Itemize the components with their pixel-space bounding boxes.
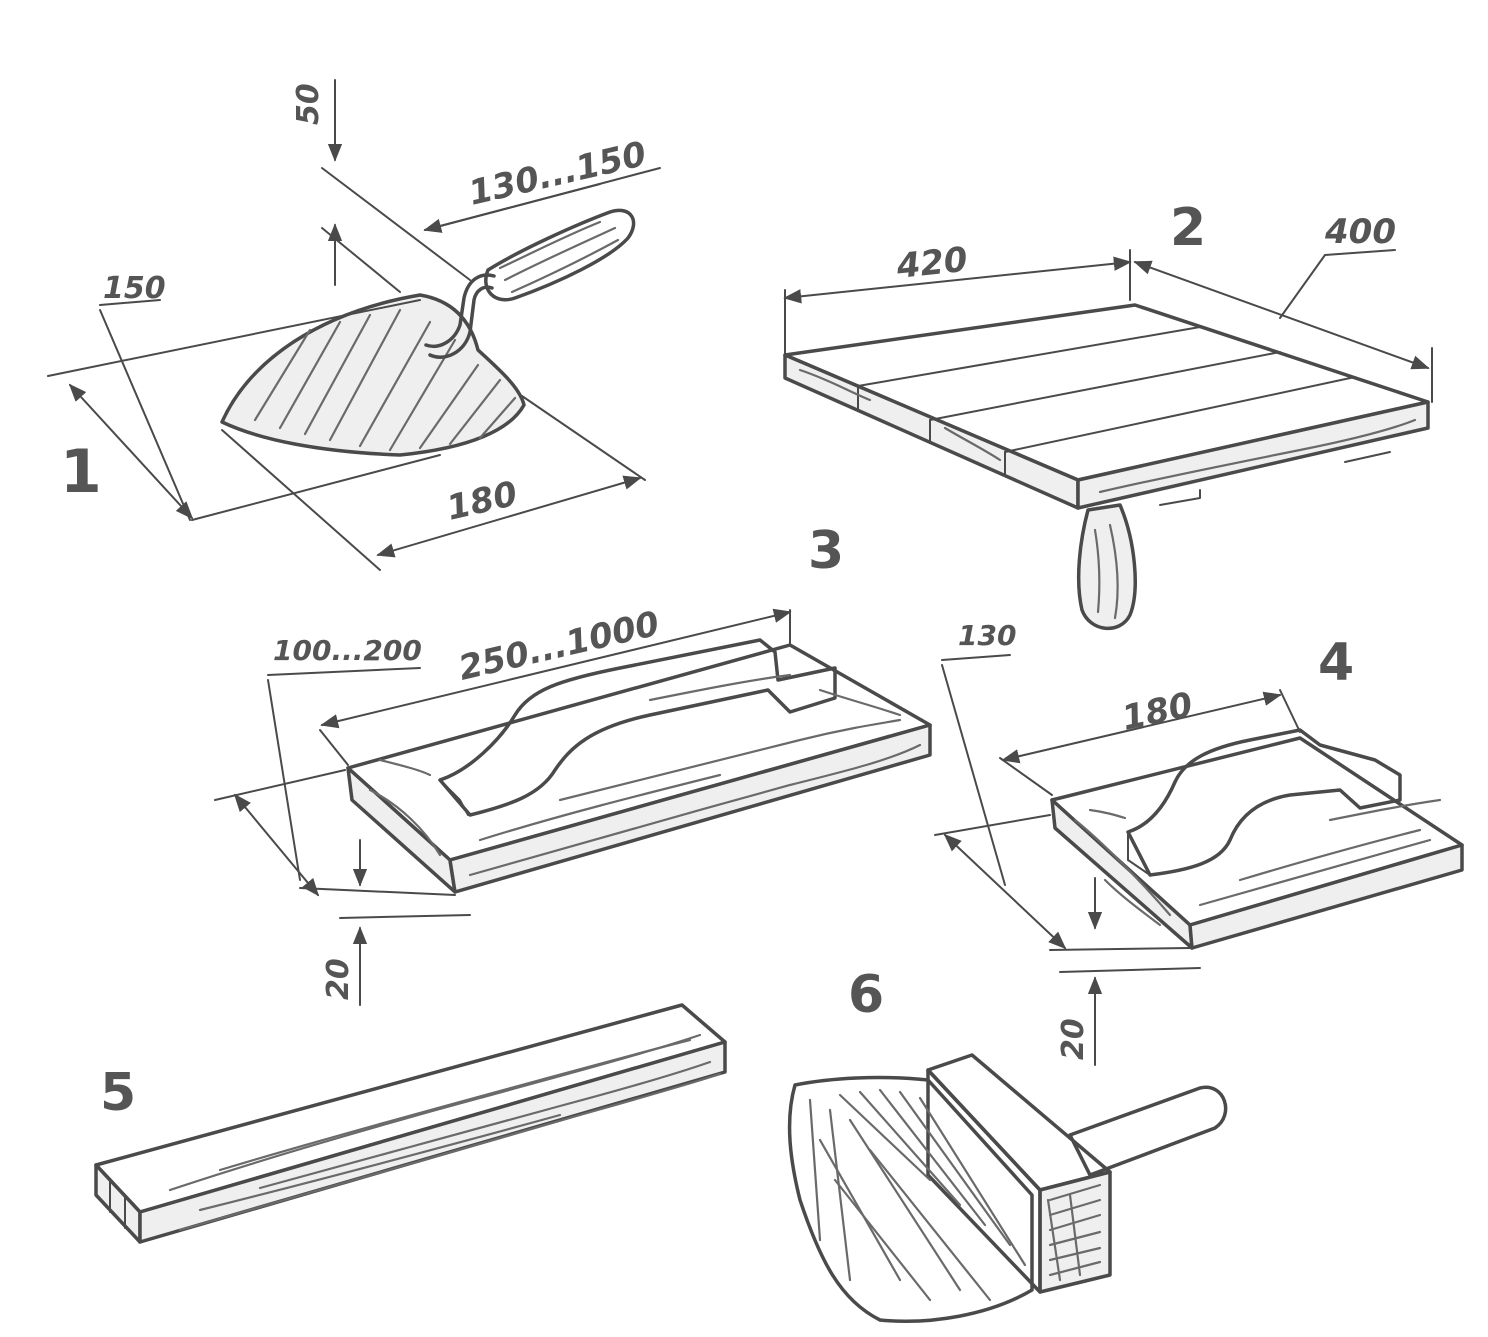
tool-number-5: 5 <box>100 1063 136 1123</box>
float4-dim-width: 130 <box>958 619 1016 652</box>
board-dim-length: 420 <box>894 240 970 287</box>
tool-number-1: 1 <box>60 437 102 507</box>
float3-dim-thickness: 20 <box>321 958 356 1000</box>
long-float-drawing: 100...200 250...1000 20 3 <box>214 521 932 1006</box>
trowel-drawing: 50 130...150 150 180 1 <box>47 79 661 571</box>
trowel-dim-handle: 130...150 <box>465 134 650 214</box>
trowel-dim-height: 50 <box>291 83 326 125</box>
float3-dim-length: 250...1000 <box>455 604 663 689</box>
tool-number-4: 4 <box>1318 633 1354 693</box>
tool-number-6: 6 <box>848 965 884 1025</box>
straightedge-drawing: 5 <box>94 1003 727 1244</box>
trowel-dim-length: 180 <box>443 474 521 529</box>
mortar-board-drawing: 420 400 2 <box>783 198 1433 631</box>
board-dim-width: 400 <box>1324 212 1396 252</box>
tool-number-3: 3 <box>808 521 844 581</box>
tool-number-2: 2 <box>1170 198 1206 258</box>
brush-drawing: 6 <box>787 965 1228 1323</box>
short-float-drawing: 130 180 20 4 <box>934 619 1464 1066</box>
trowel-dim-width: 150 <box>103 271 166 306</box>
float4-dim-length: 180 <box>1119 685 1197 739</box>
float3-dim-width: 100...200 <box>273 634 422 667</box>
float4-dim-thickness: 20 <box>1056 1018 1091 1060</box>
